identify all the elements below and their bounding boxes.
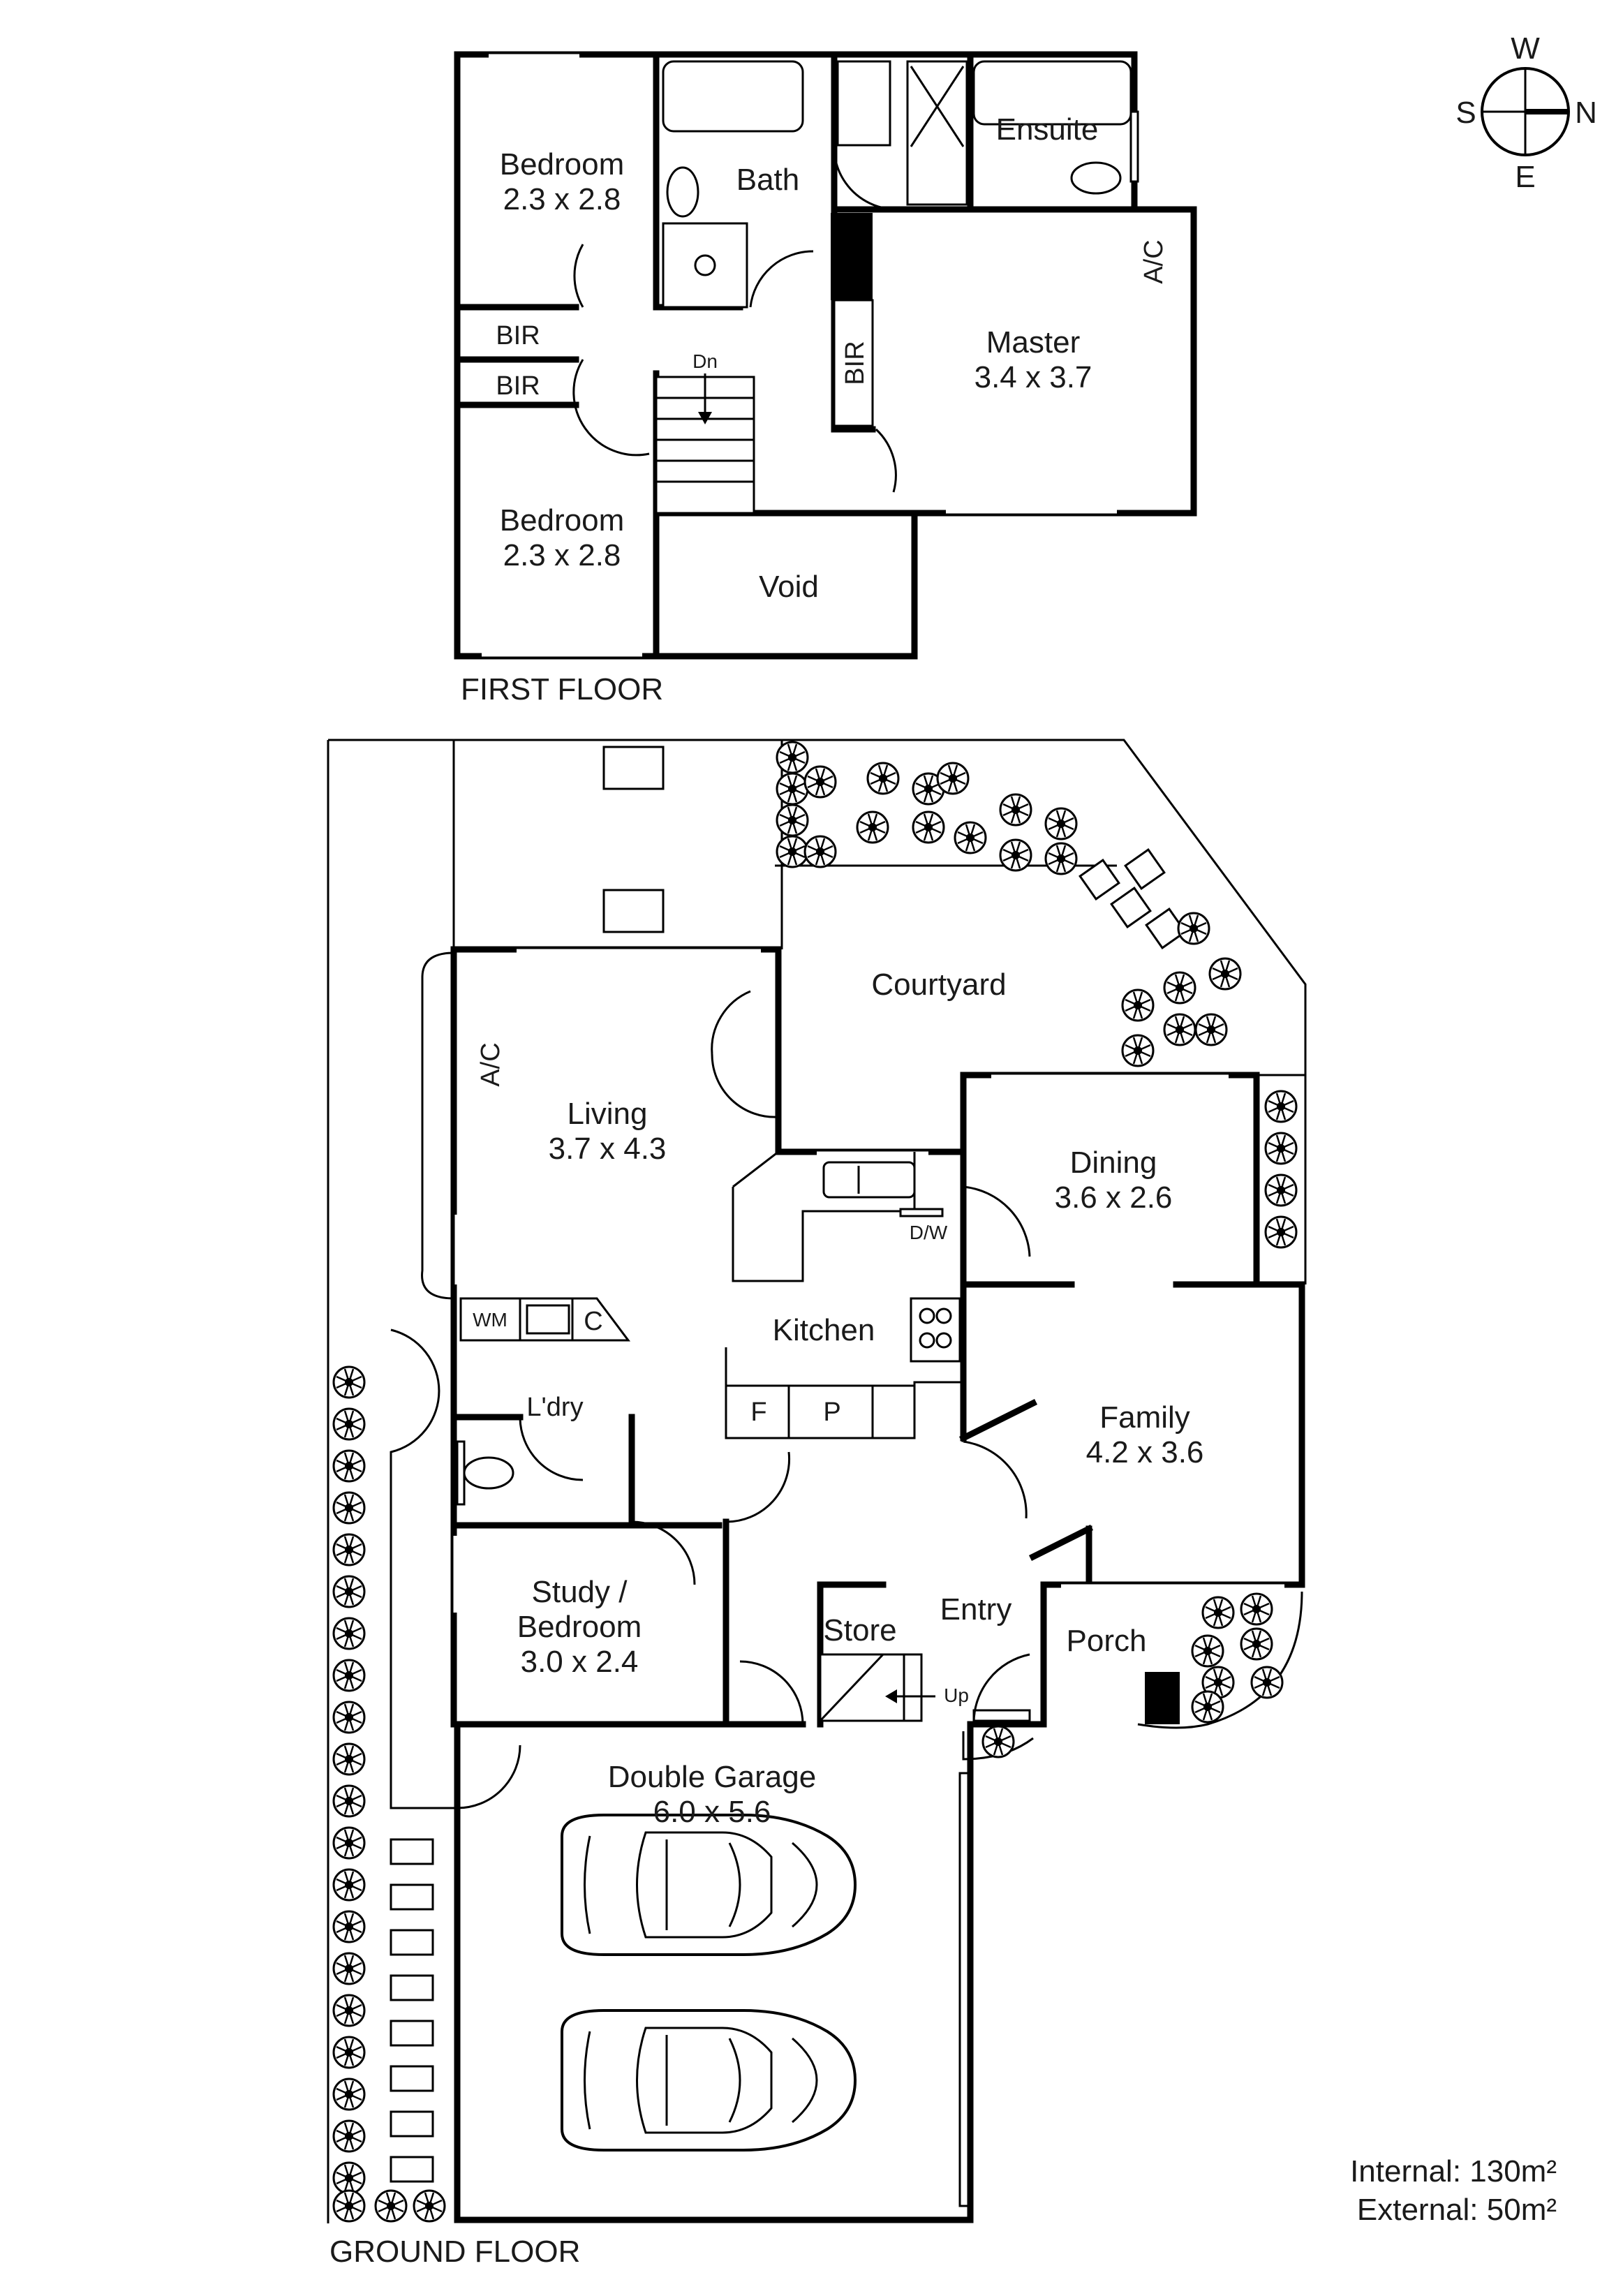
courtyard-label: Courtyard xyxy=(871,968,1006,1002)
first-floor-plan: Bedroom 2.3 x 2.8 Bedroom 2.3 x 2.8 Bath… xyxy=(454,51,1197,706)
first-floor-stairs xyxy=(655,373,755,514)
compass-north-label: N xyxy=(1575,96,1597,130)
ensuite-label: Ensuite xyxy=(996,112,1099,147)
dishwasher-label: D/W xyxy=(910,1222,948,1243)
master-size: 3.4 x 3.7 xyxy=(974,360,1092,394)
master-bir-label: BIR xyxy=(840,341,870,385)
study-size: 3.0 x 2.4 xyxy=(521,1645,639,1679)
compass-west-label: W xyxy=(1511,31,1540,66)
fridge-label: F xyxy=(750,1398,766,1427)
kitchen-label: Kitchen xyxy=(773,1313,875,1347)
study-name-line2: Bedroom xyxy=(517,1610,642,1644)
family-name: Family xyxy=(1099,1400,1190,1435)
living-name: Living xyxy=(568,1097,648,1131)
void-label: Void xyxy=(759,570,819,604)
first-bedroom-2-size: 2.3 x 2.8 xyxy=(503,538,621,572)
compass-east-label: E xyxy=(1515,160,1535,194)
first-bedroom-1-size: 2.3 x 2.8 xyxy=(503,182,621,216)
dining-name: Dining xyxy=(1070,1146,1157,1180)
compass: W E S N xyxy=(1455,31,1597,194)
living-size: 3.7 x 4.3 xyxy=(549,1132,667,1166)
cupboard-label: C xyxy=(584,1307,602,1336)
laundry-label: L'dry xyxy=(526,1393,583,1422)
living-ac-label: A/C xyxy=(476,1042,505,1086)
pantry-label: P xyxy=(823,1398,840,1427)
master-name: Master xyxy=(986,325,1080,360)
store-label: Store xyxy=(823,1613,896,1647)
ground-floor-title: GROUND FLOOR xyxy=(329,2235,580,2269)
dining-size: 3.6 x 2.6 xyxy=(1055,1180,1173,1215)
porch-label: Porch xyxy=(1067,1624,1147,1658)
first-stairs-label: Dn xyxy=(692,350,718,372)
family-size: 4.2 x 3.6 xyxy=(1086,1435,1204,1469)
bath-label: Bath xyxy=(736,163,800,197)
entry-label: Entry xyxy=(940,1592,1012,1627)
first-bedroom-1-name: Bedroom xyxy=(500,147,625,182)
ground-floor-plan: Courtyard Living 3.7 x 4.3 A/C Dining 3.… xyxy=(327,739,1307,2269)
garage-name: Double Garage xyxy=(608,1760,816,1794)
master-ac-label: A/C xyxy=(1139,239,1169,283)
car-icon xyxy=(561,2009,857,2151)
study-name-line1: Study / xyxy=(532,1575,628,1609)
internal-area: Internal: 130m² xyxy=(1350,2154,1557,2188)
compass-south-label: S xyxy=(1455,96,1476,130)
car-icon xyxy=(561,1814,857,1956)
ground-stairs-label: Up xyxy=(944,1684,969,1706)
external-area: External: 50m² xyxy=(1357,2193,1557,2227)
first-bir-2-label: BIR xyxy=(496,371,540,401)
first-bedroom-2-name: Bedroom xyxy=(500,503,625,538)
first-floor-title: FIRST FLOOR xyxy=(461,672,663,706)
garage-size: 6.0 x 5.6 xyxy=(653,1795,771,1829)
washing-machine-label: WM xyxy=(473,1309,507,1331)
first-bir-1-label: BIR xyxy=(496,321,540,350)
